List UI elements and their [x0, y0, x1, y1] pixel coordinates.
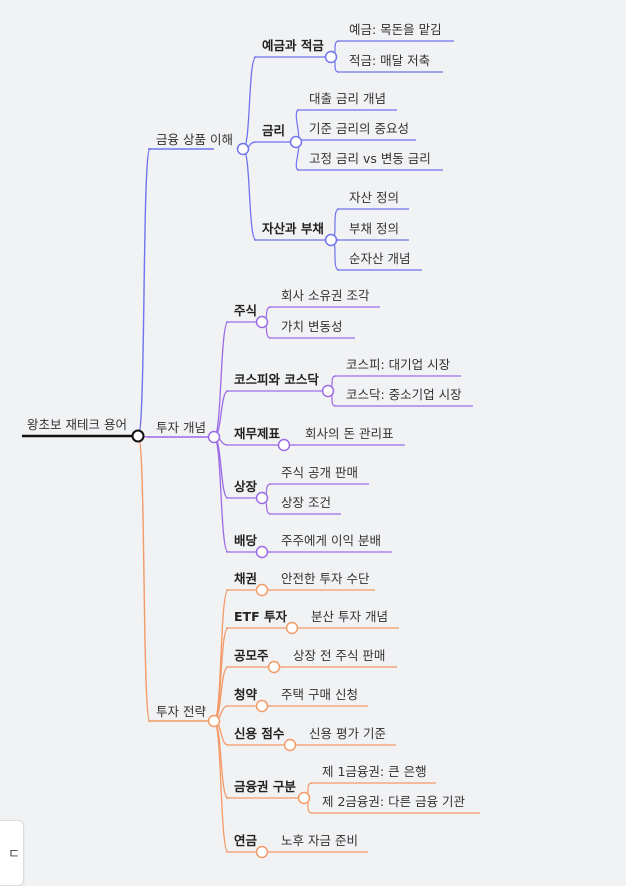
collapse-toggle-icon	[236, 142, 250, 156]
subtopic-label: 금리	[262, 123, 285, 138]
connector-line	[213, 390, 229, 438]
collapse-toggle-icon	[255, 545, 269, 559]
leaf-label: 기준 금리의 중요성	[309, 121, 409, 136]
side-panel-tab[interactable]: ㄷ	[0, 820, 24, 886]
subtopic-label: 재무제표	[234, 426, 281, 441]
subtopic-label: 연금	[234, 833, 258, 848]
leaf-label: 안전한 투자 수단	[281, 571, 370, 586]
leaf-label: 상장 전 주식 판매	[293, 648, 385, 663]
root-label: 왕초보 재테크 용어	[27, 417, 127, 432]
side-panel-glyph: ㄷ	[8, 847, 20, 862]
leaf-label: 자산 정의	[349, 190, 399, 205]
collapse-toggle-icon	[131, 429, 145, 443]
leaf-label: 회사 소유권 조각	[281, 288, 370, 303]
leaf-label: 분산 투자 개념	[311, 609, 388, 624]
branch-label: 투자 전략	[156, 704, 206, 719]
leaf-label: 가치 변동성	[281, 319, 342, 334]
leaf-label: 적금: 매달 저축	[349, 53, 430, 68]
leaf-label: 주식 공개 판매	[281, 465, 358, 480]
collapse-toggle-icon	[324, 50, 338, 64]
subtopic-label: 공모주	[234, 648, 269, 663]
leaf-label: 주주에게 이익 분배	[281, 533, 381, 548]
subtopic-label: 신용 점수	[234, 726, 285, 741]
subtopic-label: 채권	[234, 571, 257, 586]
collapse-toggle-icon	[207, 430, 221, 444]
subtopic-label: 주식	[234, 303, 257, 318]
leaf-label: 예금: 목돈을 맡김	[349, 22, 442, 37]
leaf-label: 회사의 돈 관리표	[305, 426, 393, 441]
leaf-label: 노후 자금 준비	[281, 833, 358, 848]
connector-line	[242, 56, 257, 150]
connector-line	[137, 435, 151, 722]
branch-label: 투자 개념	[156, 420, 206, 435]
leaf-label: 순자산 개념	[349, 251, 410, 266]
leaf-label: 주택 구매 신청	[281, 687, 358, 702]
subtopic-label: 금융권 구분	[234, 779, 296, 794]
leaf-label: 코스닥: 중소기업 시장	[346, 387, 462, 402]
collapse-toggle-icon	[255, 315, 269, 329]
collapse-toggle-icon	[255, 845, 269, 859]
leaf-label: 부채 정의	[349, 221, 399, 236]
collapse-toggle-icon	[283, 738, 297, 752]
subtopic-label: ETF 투자	[234, 609, 287, 624]
connector-line	[213, 321, 229, 438]
collapse-toggle-icon	[207, 714, 221, 728]
subtopic-label: 상장	[234, 479, 258, 494]
collapse-toggle-icon	[255, 491, 269, 505]
connector-line	[213, 720, 229, 853]
collapse-toggle-icon	[297, 791, 311, 805]
leaf-label: 제 2금융권: 다른 금융 기관	[322, 794, 466, 809]
collapse-toggle-icon	[285, 621, 299, 635]
collapse-toggle-icon	[289, 135, 303, 149]
subtopic-label: 코스피와 코스닥	[234, 372, 319, 387]
connector-line	[242, 148, 257, 241]
collapse-toggle-icon	[324, 233, 338, 247]
leaf-label: 상장 조건	[281, 495, 331, 510]
collapse-toggle-icon	[255, 699, 269, 713]
leaf-label: 신용 평가 기준	[309, 726, 386, 741]
collapse-toggle-icon	[321, 384, 335, 398]
collapse-toggle-icon	[255, 583, 269, 597]
leaf-label: 제 1금융권: 큰 은행	[322, 764, 427, 779]
subtopic-label: 예금과 적금	[262, 38, 324, 53]
branch-label: 금융 상품 이해	[156, 132, 233, 147]
subtopic-label: 청약	[234, 687, 258, 702]
subtopic-label: 배당	[234, 533, 258, 548]
subtopic-label: 자산과 부채	[262, 221, 324, 236]
collapse-toggle-icon	[277, 438, 291, 452]
leaf-label: 대출 금리 개념	[309, 91, 386, 106]
collapse-toggle-icon	[267, 660, 281, 674]
connector-line	[213, 589, 229, 722]
leaf-label: 고정 금리 vs 변동 금리	[309, 151, 431, 166]
leaf-label: 코스피: 대기업 시장	[346, 357, 451, 372]
connector-line	[137, 148, 151, 437]
